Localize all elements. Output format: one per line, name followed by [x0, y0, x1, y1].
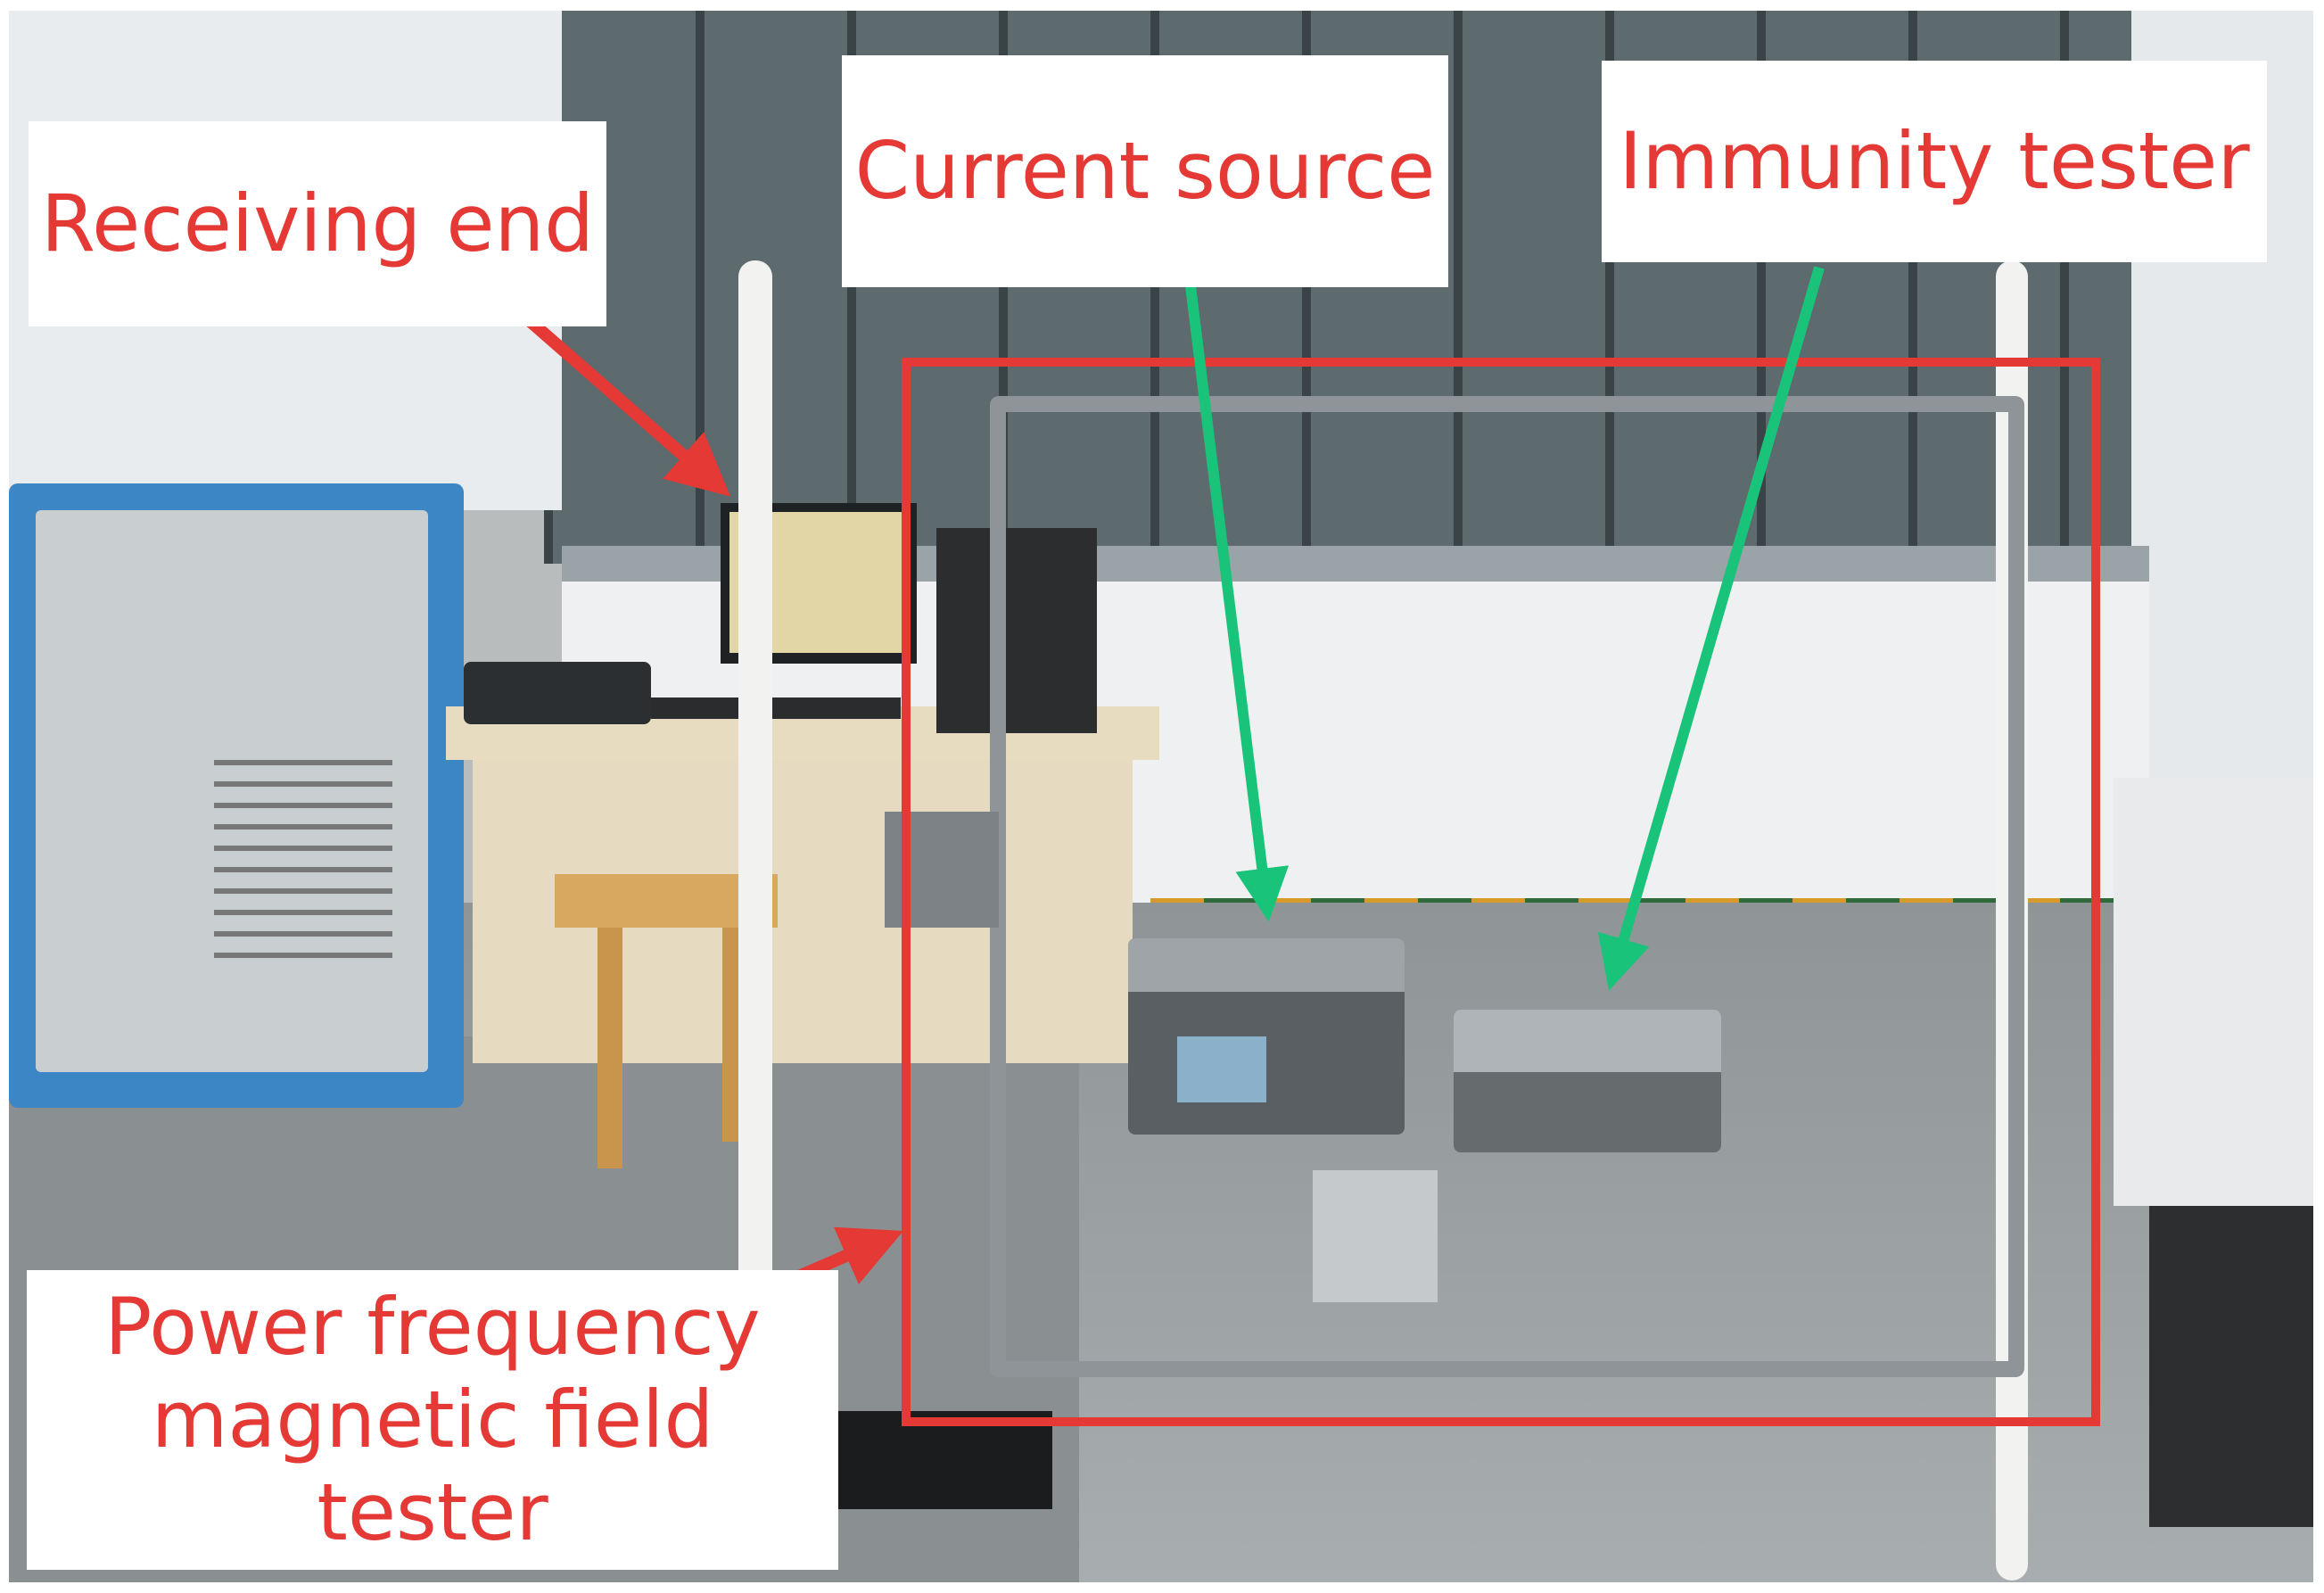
- label-current-source: Current source: [842, 55, 1448, 287]
- immunity-tester-arrow: [1597, 266, 1825, 991]
- label-current-source-text: Current source: [854, 125, 1436, 218]
- stool-leg-left: [597, 928, 622, 1168]
- immunity-tester-top: [1454, 1010, 1721, 1072]
- current-source-screen: [1177, 1036, 1266, 1102]
- label-immunity-tester: Immunity tester: [1602, 61, 2267, 262]
- label-power-frequency-line2: magnetic field tester: [151, 1374, 714, 1558]
- right-dark-cabinet: [2149, 1206, 2313, 1527]
- instrument-case: [464, 662, 651, 724]
- label-receiving-end: Receiving end: [29, 121, 606, 326]
- small-box: [1313, 1170, 1438, 1302]
- right-appliance: [2114, 778, 2313, 1206]
- pc-tower: [936, 528, 1097, 733]
- keyboard: [651, 697, 901, 719]
- pole-base: [838, 1411, 1052, 1509]
- label-power-frequency: Power frequency magnetic field tester: [27, 1270, 838, 1570]
- label-receiving-end-text: Receiving end: [40, 177, 595, 270]
- current-source-arrow: [1181, 249, 1290, 922]
- label-power-frequency-line1: Power frequency: [104, 1281, 761, 1374]
- cabinet-vents: [214, 760, 392, 974]
- current-source-top: [1128, 938, 1405, 992]
- highlight-box: [902, 358, 2100, 1426]
- label-immunity-tester-text: Immunity tester: [1619, 115, 2250, 208]
